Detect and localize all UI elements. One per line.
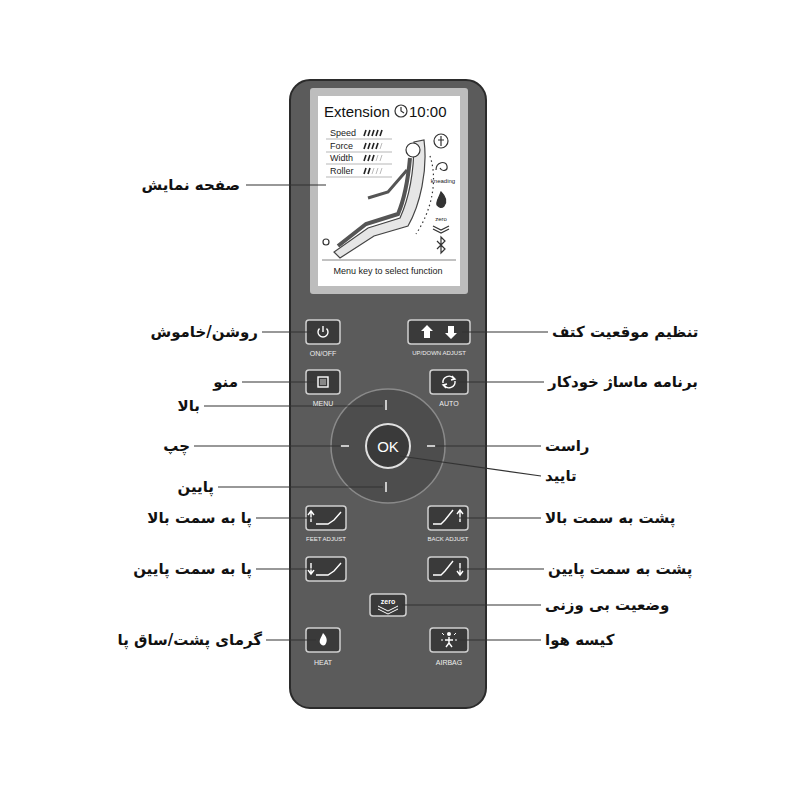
level-bar bbox=[364, 130, 366, 136]
level-bar bbox=[376, 143, 378, 149]
screen-text: kneading bbox=[431, 178, 455, 184]
button-icons bbox=[308, 325, 463, 647]
level-bar bbox=[380, 130, 382, 136]
callout-label: وضعیت بی وزنی bbox=[545, 596, 669, 614]
screen-graphics bbox=[322, 105, 456, 260]
callout-label: صفحه نمایش bbox=[141, 176, 240, 194]
button-label: zero bbox=[381, 598, 395, 605]
zero-gravity-button: zero bbox=[370, 594, 406, 616]
button-label: HEAT bbox=[314, 659, 332, 666]
level-bar bbox=[364, 168, 366, 174]
button-label: AIRBAG bbox=[436, 659, 462, 666]
callout-label: برنامه ماساژ خودکار bbox=[548, 373, 698, 391]
level-bar bbox=[364, 143, 366, 149]
button-label: FEET ADJUST bbox=[306, 536, 346, 542]
screen-text: Roller bbox=[330, 167, 354, 176]
callout-label: پا به سمت بالا bbox=[147, 509, 252, 527]
display-screen: Extension 10:00SpeedForceWidthRoller knead… bbox=[318, 96, 460, 286]
heat-button: HEAT bbox=[304, 626, 342, 668]
screen-text: Width bbox=[330, 154, 353, 163]
screen-text: Force bbox=[330, 142, 353, 151]
airbag-button: AIRBAG bbox=[428, 626, 470, 668]
callout-label: پشت به سمت بالا bbox=[545, 509, 675, 527]
button-label: UP/DOWN ADJUST bbox=[412, 350, 466, 356]
shoulder-adjust-button: UP/DOWN ADJUST bbox=[406, 318, 472, 358]
ok-button: OK bbox=[366, 424, 410, 468]
level-bar bbox=[380, 168, 382, 174]
level-bar bbox=[372, 130, 374, 136]
ok-ring bbox=[366, 424, 410, 468]
callout-label: چپ bbox=[163, 437, 190, 455]
button-label: MENU bbox=[313, 400, 334, 407]
screen-bezel bbox=[310, 88, 468, 294]
screen-text: Menu key to select function bbox=[333, 267, 442, 276]
power-button: ON/OFF bbox=[304, 318, 342, 358]
back-up-button: BACK ADJUST bbox=[425, 504, 470, 546]
callout-label: روشن/خاموش bbox=[150, 323, 258, 341]
auto-button: AUTO bbox=[428, 368, 470, 408]
level-bar bbox=[368, 155, 370, 161]
callout-label: پشت به سمت پایین bbox=[548, 560, 692, 578]
screen-glass bbox=[318, 96, 460, 286]
level-bar bbox=[380, 143, 382, 149]
screen-text: Speed bbox=[330, 129, 356, 138]
level-bars bbox=[364, 130, 382, 174]
callout-label: تایید bbox=[545, 467, 577, 485]
level-bar bbox=[364, 155, 366, 161]
callout-label: پایین bbox=[177, 478, 214, 496]
callout-label: بالا bbox=[178, 397, 200, 415]
level-bar bbox=[376, 130, 378, 136]
level-bar bbox=[368, 168, 370, 174]
feet-up-button: FEET ADJUST bbox=[304, 504, 348, 546]
callout-label: راست bbox=[545, 437, 589, 455]
level-bar bbox=[372, 143, 374, 149]
level-bar bbox=[376, 155, 378, 161]
button-label: OK bbox=[377, 439, 399, 454]
menu-button: MENU bbox=[304, 368, 342, 408]
callout-label: تنظیم موقعیت کتف bbox=[552, 323, 698, 341]
callout-label: گرمای پشت/ساق پا bbox=[118, 631, 262, 649]
button-faces bbox=[306, 320, 470, 652]
callout-label: منو bbox=[213, 373, 238, 391]
level-bar bbox=[372, 155, 374, 161]
level-bar bbox=[380, 155, 382, 161]
remote-body bbox=[290, 80, 486, 708]
screen-text: zero bbox=[435, 216, 447, 222]
level-bar bbox=[368, 130, 370, 136]
button-label: BACK ADJUST bbox=[427, 536, 468, 542]
screen-text: Extension bbox=[324, 104, 390, 119]
screen-text: 10:00 bbox=[409, 104, 447, 119]
level-bar bbox=[376, 168, 378, 174]
callout-label: کیسه هوا bbox=[545, 631, 614, 649]
button-label: ON/OFF bbox=[310, 350, 336, 357]
level-bar bbox=[372, 168, 374, 174]
level-bar bbox=[368, 143, 370, 149]
callout-label: پا به سمت پایین bbox=[133, 560, 252, 578]
button-label: AUTO bbox=[439, 400, 458, 407]
